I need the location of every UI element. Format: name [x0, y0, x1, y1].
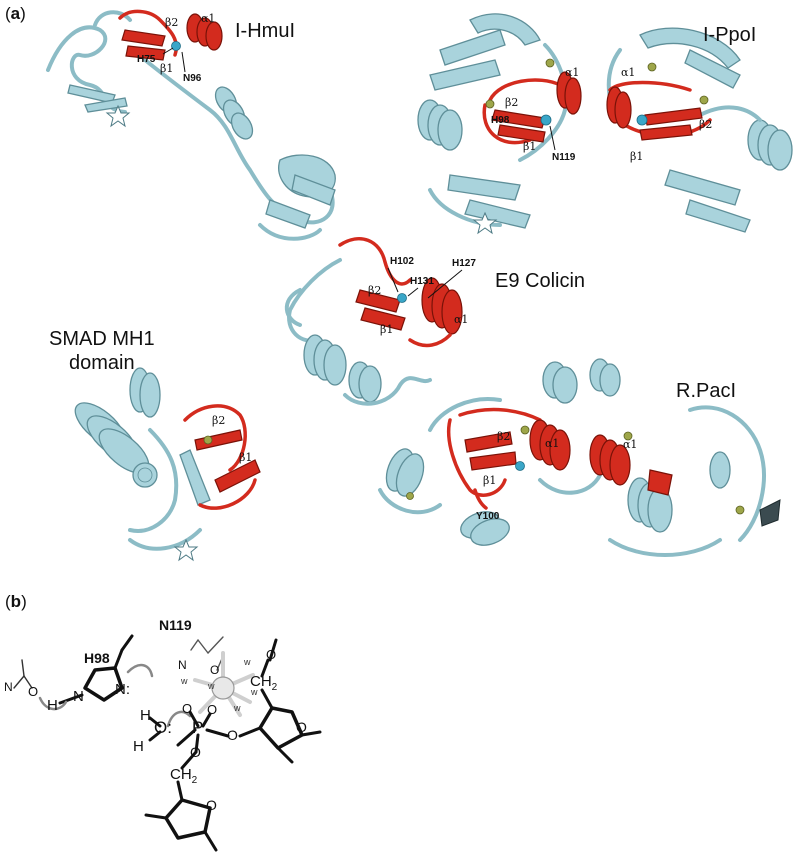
atom-o-water: O:: [154, 718, 172, 738]
water-label-2: w: [181, 676, 188, 686]
atom-o3: O: [227, 727, 238, 743]
label-h102: H102: [390, 256, 414, 267]
title-smad-line2: domain: [69, 352, 135, 375]
water-label-5: w: [234, 703, 241, 713]
ss-beta1-smad: β1: [239, 451, 252, 464]
structure-smad-mh1: [68, 368, 260, 560]
label-n119-b: N119: [159, 617, 192, 633]
title-r-paci: R.PacI: [676, 380, 736, 403]
label-h98-b: H98: [84, 650, 110, 666]
title-i-ppoi: I-PpoI: [703, 24, 756, 47]
ss-beta1-e9: β1: [380, 323, 393, 336]
label-n96: N96: [183, 73, 201, 84]
panel-b-label: (b): [5, 592, 27, 612]
ss-beta1-ppoi-right: β1: [630, 150, 643, 163]
water-label-3: w: [251, 687, 258, 697]
ss-beta2-ppoi-right: β2: [699, 118, 712, 131]
structure-i-hmui: [48, 11, 335, 238]
atom-o2: O: [207, 702, 217, 717]
water-label-4: w: [208, 681, 215, 691]
ss-beta1-paci: β1: [483, 474, 496, 487]
ss-alpha1-paci-left: α1: [545, 437, 559, 450]
label-n119-a: N119: [552, 152, 575, 163]
label-h98-a: H98: [491, 115, 509, 126]
ss-beta2-e9: β2: [368, 284, 381, 297]
ss-beta2-ppoi-left: β2: [505, 96, 518, 109]
ss-beta1-hmui: β1: [160, 62, 173, 75]
atom-ch2-bottom: CH2: [170, 766, 197, 786]
label-h131: H131: [410, 276, 434, 287]
ss-alpha1-ppoi-right: α1: [621, 66, 635, 79]
label-h75: H75: [137, 54, 155, 65]
atom-o-ring-bottom: O: [206, 797, 217, 813]
atom-o1: O: [182, 701, 192, 716]
atom-o-left: O: [28, 684, 38, 699]
atom-p: P: [192, 718, 203, 738]
atom-h-left: H: [47, 697, 58, 714]
atom-n-top: N: [178, 658, 187, 672]
label-h127: H127: [452, 258, 476, 269]
ss-alpha1-hmui: α1: [201, 12, 215, 25]
atom-n-left: N: [4, 680, 13, 694]
ss-alpha1-e9: α1: [454, 313, 468, 326]
title-e9-colicin: E9 Colicin: [495, 270, 585, 293]
atom-n-ring1: N: [73, 688, 84, 705]
title-smad-line1: SMAD MH1: [49, 328, 155, 351]
water-label-1: w: [244, 657, 251, 667]
atom-n-ring2: N:: [115, 681, 130, 698]
ss-beta1-ppoi-left: β1: [523, 140, 536, 153]
atom-h-water2: H: [133, 738, 144, 755]
ss-beta2-paci: β2: [497, 430, 510, 443]
structure-e9-colicin: [287, 239, 462, 404]
label-y100: Y100: [476, 511, 499, 522]
atom-o-methoxy: O: [266, 647, 276, 662]
atom-h-water1: H: [140, 707, 151, 724]
atom-o4: O: [190, 744, 201, 760]
title-i-hmui: I-HmuI: [235, 20, 295, 43]
reaction-mechanism: [14, 636, 320, 850]
ss-alpha1-paci-right: α1: [623, 438, 637, 451]
ss-beta2-smad: β2: [212, 414, 225, 427]
ss-alpha1-ppoi-left: α1: [565, 66, 579, 79]
atom-o-top: O: [210, 663, 219, 677]
atom-o-ring-top: O: [296, 719, 307, 735]
ss-beta2-hmui: β2: [165, 16, 178, 29]
